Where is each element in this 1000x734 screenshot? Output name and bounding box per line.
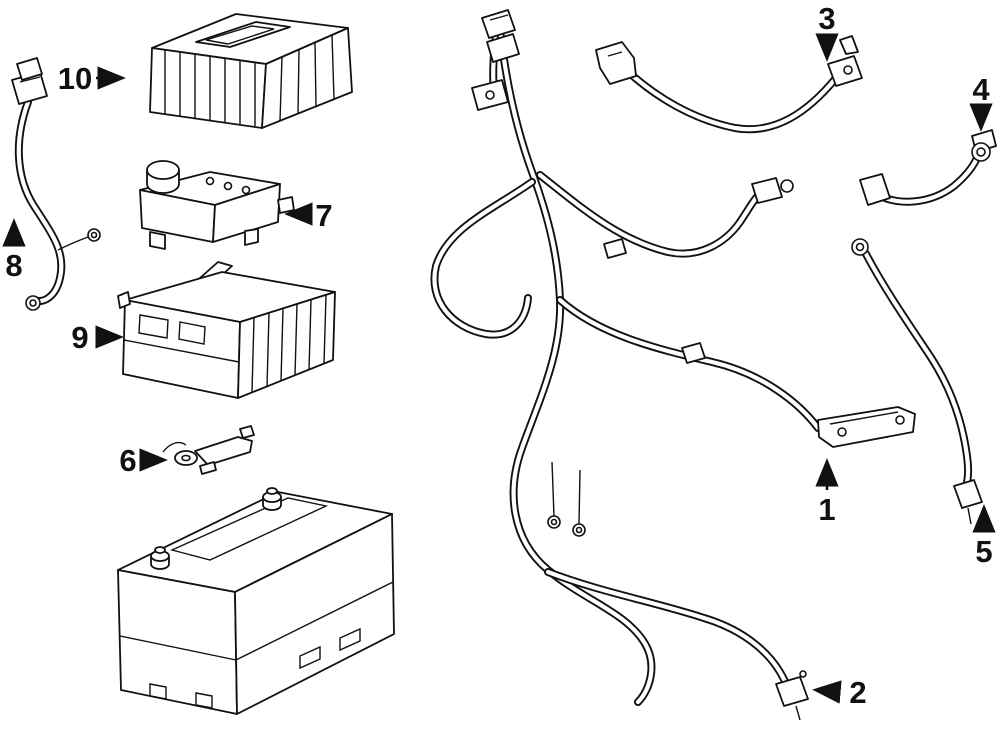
- cable-end-bracket-1: [817, 406, 916, 448]
- callout-4: 4: [969, 72, 993, 132]
- fuse-box-cover-drawing: [149, 13, 353, 129]
- callout-label[interactable]: 10: [58, 61, 92, 96]
- cover-side-ribs: [279, 34, 335, 122]
- harness-top-connector: [481, 9, 516, 39]
- callout-label[interactable]: 7: [315, 198, 332, 233]
- callout-label[interactable]: 9: [71, 320, 88, 355]
- cap: [146, 160, 180, 180]
- battery-drawing: [117, 487, 395, 715]
- battery-terminal-drawing: [162, 425, 255, 475]
- ground-cable-drawing: [595, 35, 863, 134]
- battery-post-positive: [262, 487, 282, 511]
- callout-label[interactable]: 8: [5, 248, 22, 283]
- callout-8: 8: [2, 218, 26, 283]
- mount-tab: [277, 196, 295, 214]
- callout-9: 9: [71, 320, 124, 355]
- callout-label[interactable]: 2: [849, 675, 866, 710]
- callout-3: 3: [815, 1, 839, 62]
- callout-2: 2: [812, 675, 867, 710]
- callout-label[interactable]: 5: [975, 534, 992, 569]
- callout-1: 1: [815, 458, 839, 527]
- callout-5: 5: [972, 504, 996, 569]
- fuse-block-drawing: [117, 261, 336, 399]
- callout-label[interactable]: 6: [119, 443, 136, 478]
- harness-branch-connector: [751, 177, 783, 204]
- relay-module-drawing: [139, 160, 295, 250]
- cover-front-ribs: [164, 50, 256, 126]
- bracket-cable-drawing: [859, 129, 997, 206]
- callout-6: 6: [119, 443, 168, 478]
- battery-post-negative: [150, 546, 170, 570]
- callout-arrow: [812, 680, 842, 704]
- ground-strap-drawing: [851, 238, 983, 525]
- battery-cable-harness-drawing: [430, 9, 916, 721]
- callout-label[interactable]: 1: [818, 492, 835, 527]
- callout-label[interactable]: 4: [972, 72, 990, 107]
- callouts: 10 7 8 9 6 3 4 1: [2, 1, 996, 710]
- negative-battery-cable-drawing: [11, 57, 101, 311]
- callout-label[interactable]: 3: [818, 1, 835, 36]
- callout-10: 10: [58, 61, 126, 96]
- callout-7: 7: [284, 198, 333, 233]
- cable-end-connector-2: [775, 670, 809, 721]
- fuse-block-fins: [251, 294, 327, 393]
